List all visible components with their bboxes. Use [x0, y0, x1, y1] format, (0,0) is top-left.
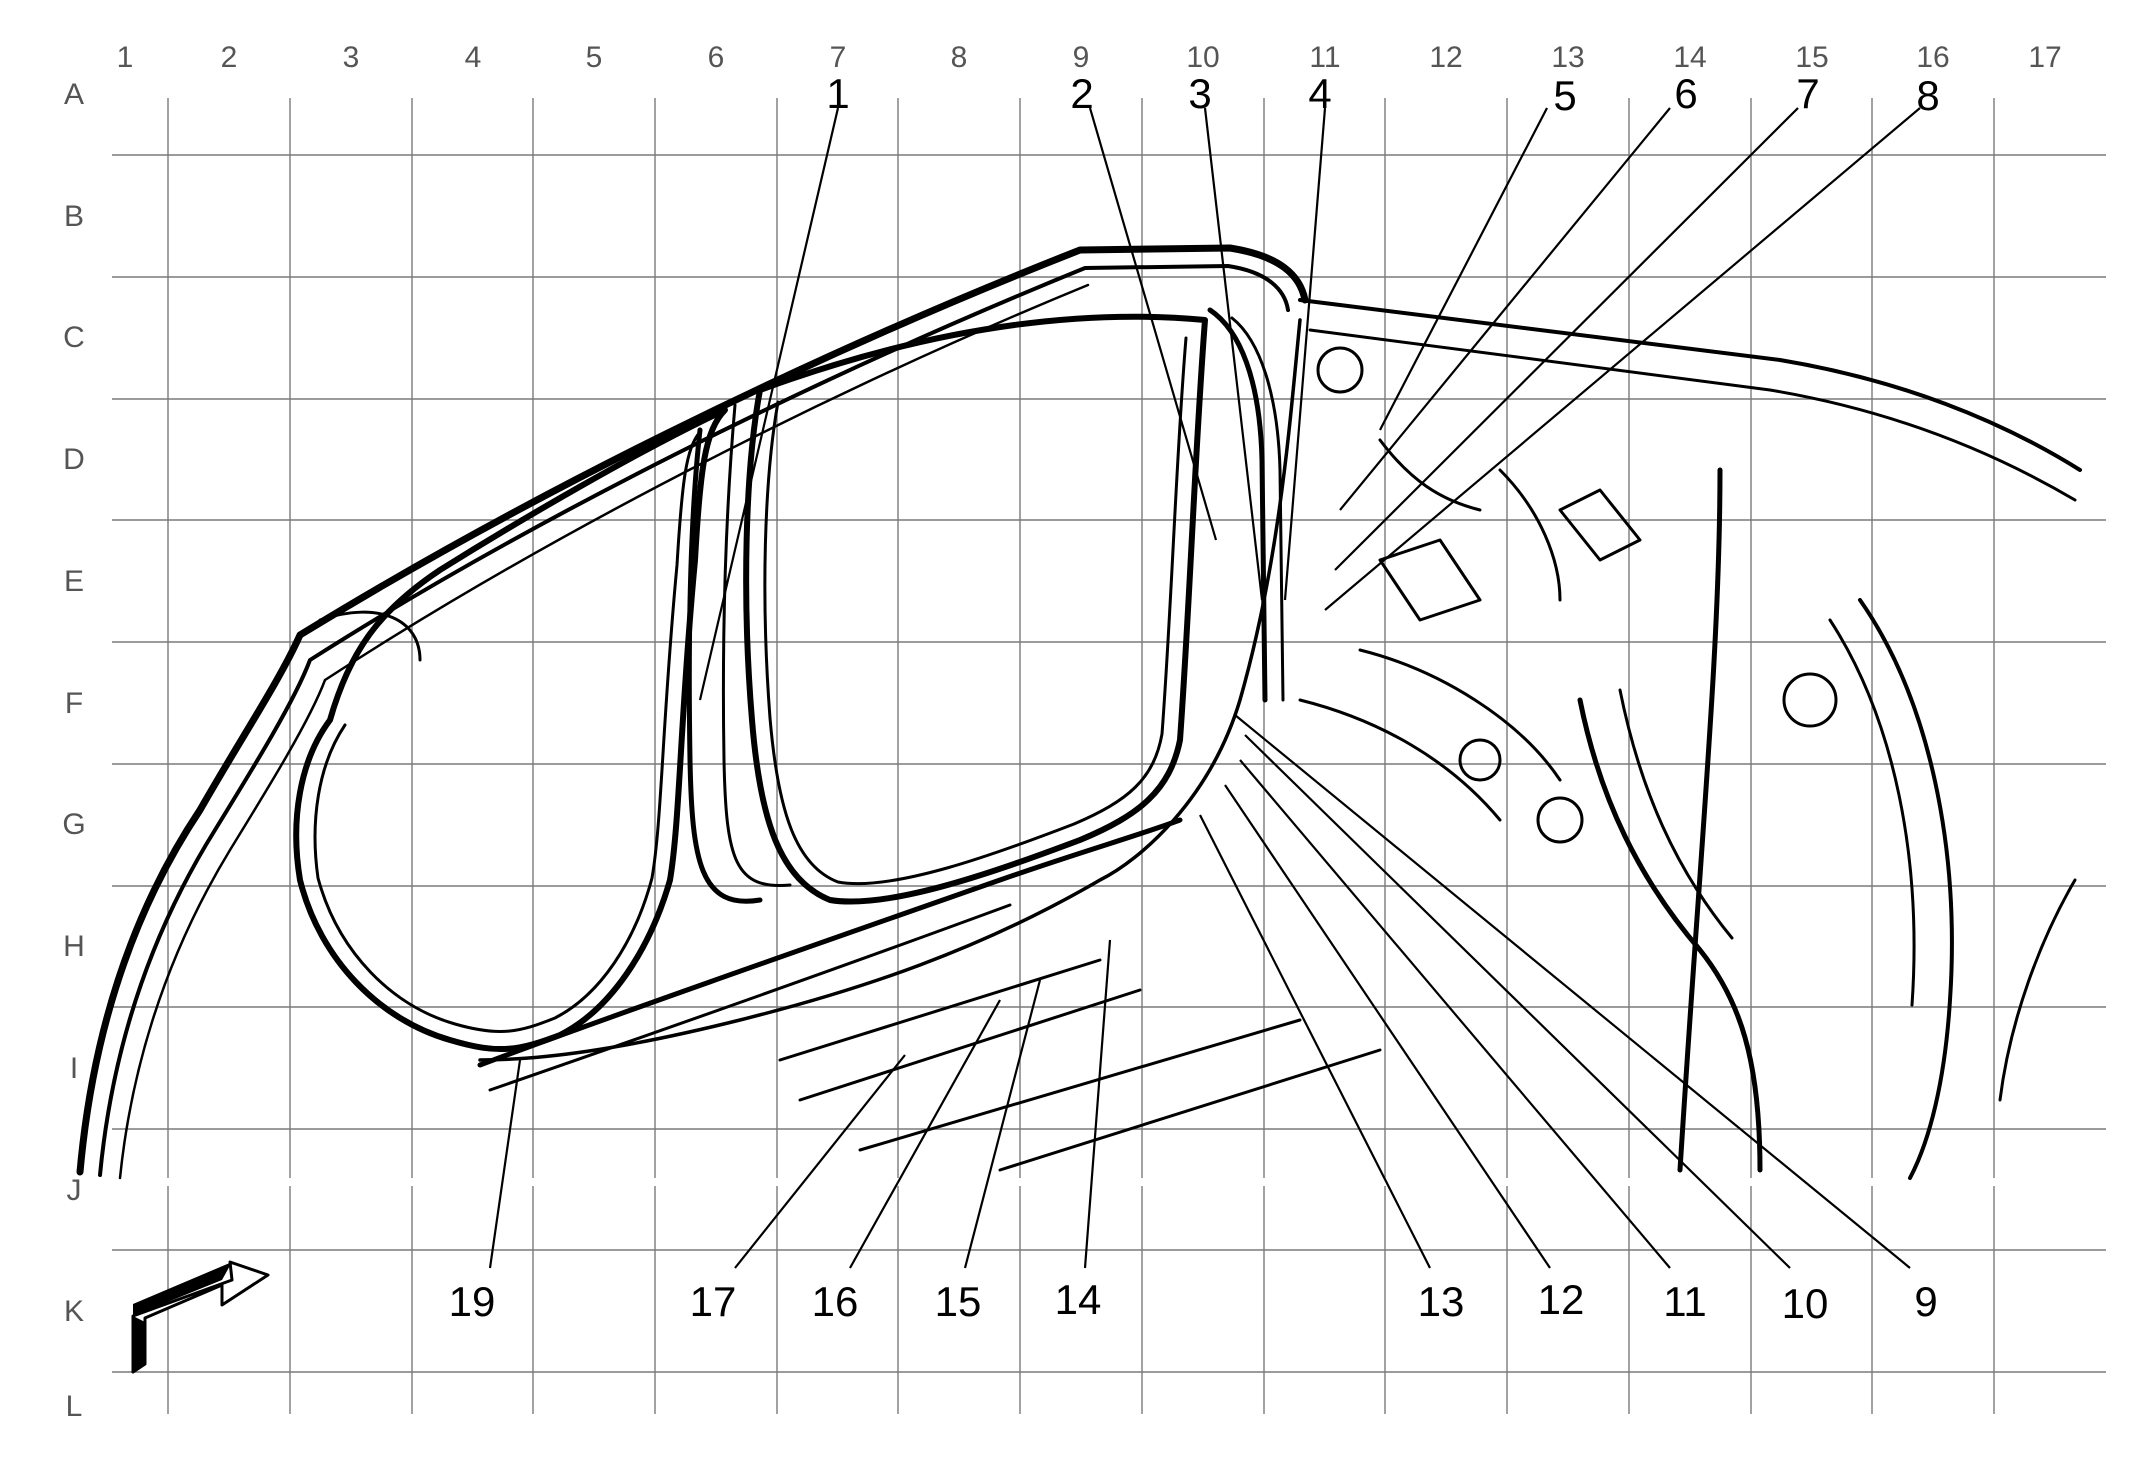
callout-15: 15: [935, 1278, 982, 1325]
callout-labels-bottom: 19 17 16 15 14 13 12 11 10 9: [449, 1276, 1938, 1327]
leader-8: [1324, 107, 1921, 611]
grid-row-label: H: [63, 930, 85, 963]
leader-9: [1234, 714, 1911, 1269]
leader-10: [1244, 734, 1791, 1269]
grid-vertical-lines: [167, 98, 1995, 1414]
leader-15: [963, 979, 1042, 1269]
grid-row-label: E: [64, 565, 84, 598]
grid-column-label: 9: [1073, 41, 1090, 74]
grid-column-label: 6: [708, 41, 725, 74]
leader-14: [1083, 939, 1112, 1269]
leader-16: [849, 999, 1001, 1269]
grid-column-label: 13: [1551, 41, 1584, 74]
grid-column-label: 10: [1186, 41, 1219, 74]
callout-12: 12: [1538, 1276, 1585, 1323]
callout-14: 14: [1055, 1276, 1102, 1323]
callout-9: 9: [1914, 1278, 1937, 1325]
leader-7: [1334, 107, 1799, 571]
grid-row-label: F: [65, 687, 83, 720]
callout-8: 8: [1916, 72, 1939, 119]
callout-11: 11: [1663, 1278, 1707, 1325]
callout-19: 19: [449, 1278, 496, 1325]
grid-column-label: 4: [465, 41, 482, 74]
leader-19: [488, 1059, 522, 1269]
direction-arrow-icon: [131, 1260, 270, 1374]
grid-column-label: 1: [117, 41, 134, 74]
callout-10: 10: [1782, 1280, 1829, 1327]
grid-column-label: 2: [221, 41, 238, 74]
leader-2: [1088, 107, 1218, 541]
body-side-outline: [76, 244, 2082, 1186]
grid-column-label: 12: [1429, 41, 1462, 74]
grid-row-label: D: [63, 443, 85, 476]
leader-17: [734, 1054, 906, 1269]
leader-1: [698, 107, 840, 701]
grid-row-label: J: [67, 1174, 82, 1207]
callout-labels-top: 1 2 3 4 5 6 7 8: [826, 70, 1939, 119]
grid-row-label: K: [64, 1295, 84, 1328]
grid-column-label: 17: [2028, 41, 2061, 74]
grid-horizontal-lines: [112, 154, 2106, 1373]
grid-row-labels: A B C D E F G H I J K L: [62, 78, 85, 1423]
grid-column-label: 5: [586, 41, 603, 74]
callout-1: 1: [826, 70, 849, 117]
callout-7: 7: [1796, 70, 1819, 117]
callout-17: 17: [690, 1278, 737, 1325]
grid-row-label: B: [64, 200, 84, 233]
leader-12: [1224, 784, 1551, 1269]
grid-row-label: L: [66, 1390, 83, 1423]
grid-column-label: 14: [1673, 41, 1706, 74]
callout-4: 4: [1308, 70, 1331, 117]
callout-3: 3: [1188, 70, 1211, 117]
leader-3: [1203, 107, 1264, 601]
grid-column-label: 15: [1795, 41, 1828, 74]
grid-column-label: 16: [1916, 41, 1949, 74]
grid-column-label: 3: [343, 41, 360, 74]
grid-row-label: C: [63, 321, 85, 354]
grid-row-label: I: [70, 1052, 78, 1085]
grid-column-label: 11: [1309, 41, 1340, 74]
grid-column-label: 7: [830, 41, 847, 74]
leader-6: [1339, 107, 1671, 511]
grid-row-label: A: [64, 78, 84, 111]
callout-16: 16: [812, 1278, 859, 1325]
grid-column-label: 8: [951, 41, 968, 74]
callout-2: 2: [1070, 70, 1093, 117]
callout-13: 13: [1418, 1278, 1465, 1325]
leader-13: [1199, 814, 1431, 1269]
callout-6: 6: [1674, 70, 1697, 117]
callout-leader-lines: [488, 107, 1921, 1269]
callout-5: 5: [1553, 72, 1576, 119]
leader-4: [1283, 107, 1327, 601]
leader-5: [1379, 107, 1548, 431]
leader-11: [1239, 759, 1671, 1269]
grid-row-label: G: [62, 808, 85, 841]
